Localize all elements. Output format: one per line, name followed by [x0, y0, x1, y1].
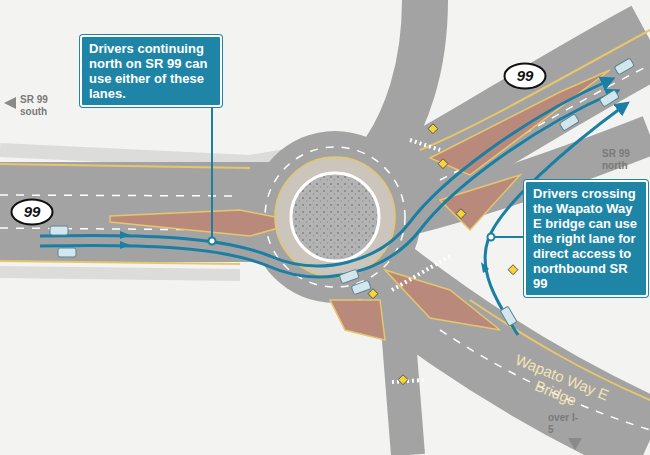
lane-arrows — [120, 231, 489, 273]
central-island — [275, 157, 395, 277]
crosswalks — [410, 140, 440, 150]
lane-arrows — [481, 262, 489, 273]
cars — [58, 248, 76, 257]
direction-arrows — [568, 438, 582, 450]
splitter-islands — [110, 210, 300, 236]
road-label-text: SR 99 south — [20, 94, 60, 118]
cars — [50, 226, 68, 235]
crosswalks — [392, 380, 424, 382]
callout-box: Drivers crossing the Wapato Way E bridge… — [524, 180, 648, 297]
pedestrian-signs — [368, 124, 518, 385]
route-shield: 99 — [10, 198, 54, 226]
cars — [614, 58, 634, 75]
leader-lines — [209, 108, 527, 245]
lane-arrows — [120, 241, 130, 249]
pedestrian-signs — [508, 265, 518, 275]
splitter-islands — [330, 300, 385, 340]
cars — [500, 306, 517, 326]
road-label-text: SR 99 north — [602, 148, 642, 172]
lane-markings — [0, 195, 240, 196]
road-edges — [420, 30, 650, 150]
road-label-text: over I-5 — [548, 412, 580, 436]
central-island — [291, 173, 379, 261]
pedestrian-signs — [438, 159, 448, 169]
central-island — [275, 157, 395, 277]
cars — [599, 90, 619, 107]
roads — [395, 290, 408, 455]
splitter-islands — [385, 270, 500, 330]
callout-text: Drivers crossing the Wapato Way E bridge… — [533, 186, 639, 291]
lane-markings — [440, 330, 650, 430]
route-number: 99 — [503, 62, 547, 90]
lane-arrows — [120, 231, 130, 239]
leader-lines — [488, 234, 495, 241]
road-label: SR 99 north — [602, 148, 642, 172]
crosswalks — [392, 140, 452, 382]
pedestrian-signs — [428, 124, 438, 134]
cars — [559, 114, 579, 131]
pedestrian-signs — [368, 289, 378, 299]
road-edges — [0, 30, 650, 400]
cars — [351, 280, 371, 295]
pedestrian-signs — [456, 209, 466, 219]
splitter-islands — [440, 175, 520, 230]
leader-lines — [494, 236, 526, 238]
direction-arrows — [4, 97, 16, 109]
road-label: over I-5 — [548, 412, 580, 436]
crosswalks — [392, 255, 452, 290]
roads — [385, 0, 425, 150]
callout-text: Drivers continuing north on SR 99 can us… — [89, 41, 213, 101]
lane-markings — [0, 65, 650, 430]
route-shield: 99 — [503, 62, 547, 90]
pedestrian-signs — [398, 375, 408, 385]
callout-box: Drivers continuing north on SR 99 can us… — [80, 35, 222, 107]
leader-lines — [209, 238, 216, 245]
leader-lines — [211, 108, 213, 240]
cars — [339, 269, 359, 284]
sidewalks — [0, 272, 240, 275]
road-edges — [0, 261, 240, 264]
route-number: 99 — [10, 198, 54, 226]
road-label: SR 99 south — [20, 94, 60, 118]
